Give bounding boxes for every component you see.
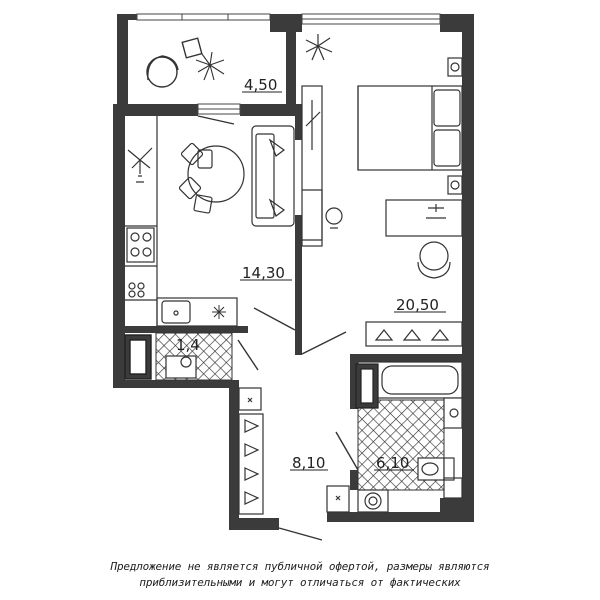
dining-table-icon (187, 145, 245, 203)
wall-partition-lower (295, 215, 302, 355)
wall-bath-left-lower (350, 470, 358, 490)
hall-shoe-cabinet (238, 387, 262, 411)
door-bedroom (301, 331, 347, 355)
stove-icon (126, 227, 155, 263)
toilet-icon (165, 355, 197, 379)
balcony-chair-icon (146, 37, 203, 88)
wall-kitchen-top-right (240, 104, 302, 116)
disclaimer-line-2: приблизительными и могут отличаться от ф… (139, 576, 461, 589)
bath-sink-icon (443, 397, 463, 429)
wall-bottom-right (440, 498, 474, 522)
sofa-icon (251, 125, 295, 227)
area-labels: 4,50 14,30 20,50 8,10 6,10 1,4 (176, 76, 446, 472)
hallway-furniture (238, 387, 350, 515)
desk-chair-icon (417, 241, 451, 279)
wall-right (462, 14, 474, 512)
wall-bath-left (350, 354, 358, 409)
wc-room (124, 332, 233, 381)
windows (136, 13, 441, 115)
dishwasher-icon (212, 305, 226, 319)
desk-icon (385, 199, 463, 237)
hall-box-icon (326, 485, 350, 513)
coat-rack-icon (238, 413, 264, 515)
window-balcony (136, 13, 271, 21)
dining-chair-icon (178, 142, 213, 214)
boiler-bath-icon (355, 363, 379, 409)
kitchen-furniture (125, 116, 295, 327)
door-balcony (197, 115, 235, 125)
area-bathroom: 6,10 (376, 454, 409, 472)
counter-plant-icon (127, 147, 153, 183)
area-balcony: 4,50 (244, 76, 277, 94)
wall-balcony-top (117, 14, 137, 20)
area-wc: 1,4 (176, 336, 200, 354)
washing-machine-icon (357, 489, 389, 513)
area-bedroom: 20,50 (396, 296, 439, 314)
wall-left (113, 104, 125, 384)
wall-wc-bottom (113, 380, 238, 388)
door-bathroom (335, 431, 359, 471)
wall-partition (295, 116, 302, 140)
bedroom-plant-icon (305, 34, 333, 61)
kitchen-sink-icon (161, 300, 191, 324)
nightstand-icon (447, 57, 463, 195)
wall-hall-left (229, 380, 239, 530)
wall-top-right (270, 14, 302, 32)
bath-toilet-icon (417, 457, 455, 481)
walls (113, 14, 474, 530)
disclaimer-line-1: Предложение не является публичной оферто… (110, 560, 490, 573)
door-entrance (278, 527, 323, 541)
boiler-icon (124, 334, 152, 380)
area-hallway: 8,10 (292, 454, 325, 472)
wardrobe-hangers-icon (365, 321, 463, 347)
wall-kitchen-bottom (113, 326, 248, 333)
balcony-plant-icon (195, 51, 225, 81)
wardrobe-icon (301, 85, 323, 247)
balcony-furniture (146, 37, 225, 88)
wall-hall-bottom (229, 518, 279, 530)
door-kitchen (253, 307, 296, 331)
wall-wc-left (113, 326, 125, 386)
wall-bottom (327, 512, 444, 522)
bedroom-furniture (301, 34, 463, 347)
wall-kitchen-top-left (113, 104, 198, 116)
door-wc (237, 339, 259, 371)
bath-cabinet (443, 477, 463, 499)
bed-icon (357, 85, 463, 171)
wall-balcony-right (286, 18, 296, 104)
bathroom (355, 361, 463, 513)
kitchen-bottom-counter (156, 297, 238, 327)
wall-balcony-left (117, 14, 128, 104)
jars-icon (128, 282, 145, 298)
area-kitchen: 14,30 (242, 264, 285, 282)
doors (197, 115, 359, 541)
wall-bath-top (350, 354, 470, 362)
vanity-icon (302, 189, 343, 241)
